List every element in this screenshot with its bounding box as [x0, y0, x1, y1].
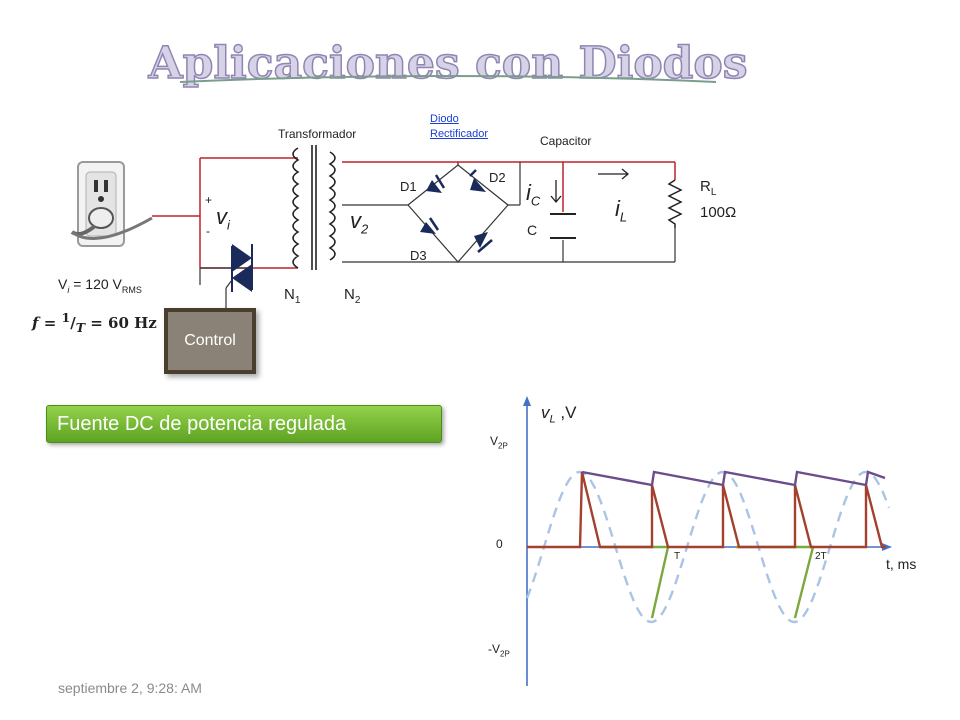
diode-link-line1[interactable]: Diodo [430, 113, 459, 125]
x-axis-arrow-icon [882, 543, 892, 551]
diode-rectifier-link[interactable]: Diodo Rectificador [430, 112, 488, 142]
rectified-wave [527, 471, 886, 549]
diode-d3-icon [420, 217, 440, 234]
capacitor-label: Capacitor [540, 134, 592, 148]
slide-title: Aplicaciones con Diodos [147, 38, 747, 89]
minus-sign: - [206, 224, 210, 238]
graph-y-label: vL ,V [541, 403, 577, 426]
n1-label: N1 [284, 286, 301, 306]
diode-d4-icon [474, 232, 493, 253]
zero-tick: 0 [496, 537, 503, 551]
2t-tick: 2T [815, 551, 827, 562]
plus-sign: + [205, 193, 213, 207]
d2-label: D2 [489, 170, 506, 185]
n2-label: N2 [344, 286, 361, 306]
rl-label: RL [700, 178, 717, 198]
ripple-graph [523, 396, 892, 686]
graph-x-label: t, ms [886, 556, 917, 572]
ic-arrow-icon [550, 180, 562, 204]
source-voltage-label: Vi = 120 VRMS [58, 276, 142, 295]
rl-value: 100Ω [700, 204, 737, 221]
diode-link-line2[interactable]: Rectificador [430, 128, 489, 140]
regulated-supply-banner: Fuente DC de potencia regulada [46, 405, 442, 443]
diode-d1-icon [426, 174, 446, 193]
title-underline [179, 75, 717, 83]
resistor-icon [667, 179, 683, 228]
il-label: iL [615, 196, 628, 225]
d3-label: D3 [410, 248, 427, 263]
input-sine-wave [525, 470, 891, 624]
outlet-icon [70, 161, 153, 247]
secondary-wires [199, 162, 676, 285]
t-tick: T [674, 551, 681, 562]
d1-label: D1 [400, 179, 417, 194]
vi-label: vi [216, 204, 230, 233]
transformer-icon [292, 145, 336, 270]
y-axis-arrow-icon [523, 396, 531, 406]
control-button[interactable]: Control [164, 308, 256, 374]
neg-v2p-tick: -V2P [488, 642, 510, 659]
v2-label: v2 [350, 208, 369, 237]
capacitor-icon [550, 213, 576, 239]
ripple-output-wave [581, 470, 886, 487]
frequency-formula: f = 1/T = 60 Hz [32, 310, 157, 335]
diode-bridge [407, 164, 509, 263]
il-arrow-icon [598, 168, 630, 180]
transformer-label: Transformador [278, 127, 357, 141]
triac-icon [200, 244, 253, 308]
c-label: C [527, 222, 538, 238]
diode-d2-icon [469, 169, 486, 192]
v2p-tick: V2P [490, 434, 508, 451]
slide-date: septiembre 2, 9:28: AM [58, 680, 202, 696]
ic-label: iC [526, 180, 541, 209]
